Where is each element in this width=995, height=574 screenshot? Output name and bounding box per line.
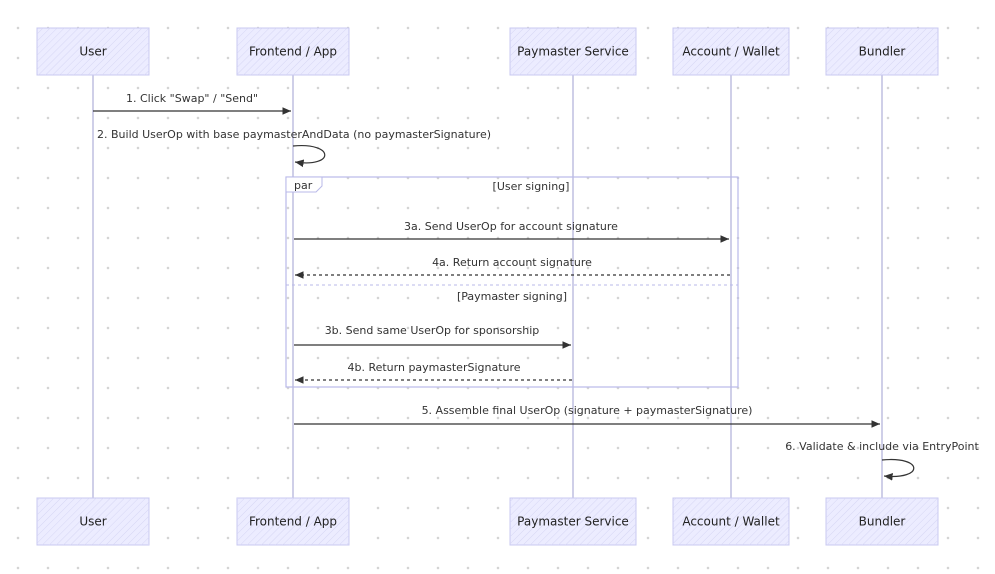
message-4a-label: 4a. Return account signature	[432, 256, 592, 269]
message-3a-label: 3a. Send UserOp for account signature	[404, 220, 618, 233]
message-2-arrow	[292, 145, 326, 168]
actor-bundler-bottom: Bundler	[825, 497, 939, 546]
actor-frontend-bottom-label: Frontend / App	[249, 515, 337, 529]
actor-frontend-bottom: Frontend / App	[236, 497, 350, 546]
actor-user-top-label: User	[79, 45, 106, 59]
par-section-user-signing-label: [User signing]	[493, 180, 570, 193]
message-5-label: 5. Assemble final UserOp (signature + pa…	[422, 404, 753, 417]
par-frame: par [User signing] [Paymaster signing]	[285, 176, 739, 388]
actor-wallet-bottom-label: Account / Wallet	[682, 515, 780, 529]
actor-bundler-top-label: Bundler	[859, 45, 906, 59]
message-4b-label: 4b. Return paymasterSignature	[347, 361, 520, 374]
actor-user-bottom-label: User	[79, 515, 106, 529]
actor-wallet-bottom: Account / Wallet	[672, 497, 790, 546]
par-section-paymaster-signing-label: [Paymaster signing]	[457, 290, 567, 303]
actor-paymaster-top: Paymaster Service	[509, 27, 637, 76]
actor-wallet-top-label: Account / Wallet	[682, 45, 780, 59]
par-frame-keyword: par	[294, 179, 313, 192]
message-3b-label: 3b. Send same UserOp for sponsorship	[325, 324, 540, 337]
actor-wallet-top: Account / Wallet	[672, 27, 790, 76]
actor-paymaster-top-label: Paymaster Service	[517, 45, 629, 59]
message-6-arrow	[881, 458, 915, 481]
message-1-label: 1. Click "Swap" / "Send"	[126, 92, 258, 105]
actor-frontend-top-label: Frontend / App	[249, 45, 337, 59]
actor-bundler-bottom-label: Bundler	[859, 515, 906, 529]
actor-paymaster-bottom-label: Paymaster Service	[517, 515, 629, 529]
actor-user-top: User	[36, 27, 150, 76]
message-6-label: 6. Validate & include via EntryPoint	[785, 440, 979, 453]
actor-paymaster-bottom: Paymaster Service	[509, 497, 637, 546]
actor-user-bottom: User	[36, 497, 150, 546]
message-2-label: 2. Build UserOp with base paymasterAndDa…	[97, 128, 491, 141]
actor-frontend-top: Frontend / App	[236, 27, 350, 76]
actor-bundler-top: Bundler	[825, 27, 939, 76]
